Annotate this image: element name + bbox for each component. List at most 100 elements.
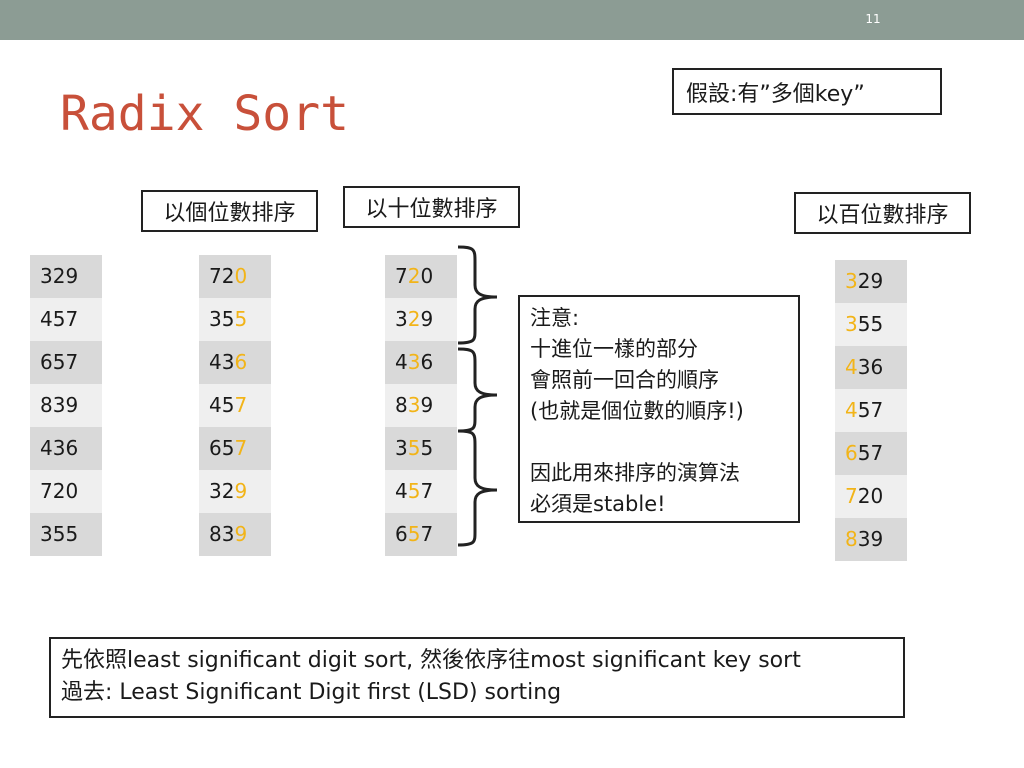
highlighted-digit: 5: [234, 307, 248, 331]
number-cell: 657: [199, 427, 271, 470]
digits: 43: [209, 350, 235, 374]
summary-box: 先依照least significant digit sort, 然後依序往mo…: [49, 637, 905, 718]
number-cell: 720: [835, 475, 907, 518]
digits: 39: [857, 527, 884, 551]
highlighted-digit: 6: [845, 441, 858, 465]
number-cell: 329: [835, 260, 907, 303]
highlighted-digit: 9: [234, 522, 248, 546]
number-cell: 457: [385, 470, 457, 513]
highlighted-digit: 5: [407, 436, 421, 460]
note-line: [530, 427, 788, 458]
digits: 9: [420, 393, 434, 417]
highlighted-digit: 4: [845, 355, 858, 379]
digits: 6: [395, 522, 408, 546]
digits: 3: [395, 307, 408, 331]
assumption-text: 假設:有”多個key”: [686, 81, 865, 107]
slide-title: Radix Sort: [60, 86, 349, 142]
digits: 57: [857, 398, 884, 422]
top-bar: [0, 0, 1024, 40]
digits: 329: [40, 264, 79, 288]
number-cell: 355: [199, 298, 271, 341]
brace-group-2: [457, 245, 498, 345]
digits: 5: [420, 436, 434, 460]
number-cell: 839: [835, 518, 907, 561]
digits: 0: [420, 264, 434, 288]
header-tens: 以十位數排序: [343, 186, 520, 228]
digits: 29: [857, 269, 884, 293]
number-cell: 720: [385, 255, 457, 298]
digits: 35: [209, 307, 235, 331]
number-cell: 436: [835, 346, 907, 389]
number-cell: 839: [199, 513, 271, 556]
digits: 45: [209, 393, 235, 417]
digits: 36: [857, 355, 884, 379]
number-cell: 436: [385, 341, 457, 384]
highlighted-digit: 2: [407, 264, 421, 288]
note-line: 十進位一樣的部分: [530, 337, 698, 361]
number-cell: 436: [199, 341, 271, 384]
highlighted-digit: 7: [234, 436, 248, 460]
highlighted-digit: 7: [845, 484, 858, 508]
highlighted-digit: 9: [234, 479, 248, 503]
column-original: 329 457 657 839 436 720 355: [30, 255, 102, 556]
digits: 4: [395, 479, 408, 503]
number-cell: 457: [199, 384, 271, 427]
digits: 7: [420, 479, 434, 503]
note-line: 注意:: [530, 306, 580, 330]
number-cell: 657: [30, 341, 102, 384]
digits: 839: [40, 393, 79, 417]
highlighted-digit: 0: [234, 264, 248, 288]
digits: 657: [40, 350, 79, 374]
highlighted-digit: 7: [234, 393, 248, 417]
number-cell: 329: [199, 470, 271, 513]
number-cell: 329: [30, 255, 102, 298]
highlighted-digit: 5: [407, 479, 421, 503]
header-ones-label: 以個位數排序: [163, 201, 296, 226]
digits: 720: [40, 479, 79, 503]
number-cell: 329: [385, 298, 457, 341]
highlighted-digit: 6: [234, 350, 248, 374]
digits: 32: [209, 479, 235, 503]
note-line: 因此用來排序的演算法: [530, 461, 740, 485]
highlighted-digit: 5: [407, 522, 421, 546]
number-cell: 657: [385, 513, 457, 556]
digits: 9: [420, 307, 434, 331]
note-line: 會照前一回合的順序: [530, 368, 719, 392]
digits: 57: [857, 441, 884, 465]
summary-line: 先依照least significant digit sort, 然後依序往mo…: [61, 648, 801, 673]
digits: 3: [395, 436, 408, 460]
summary-line: 過去: Least Significant Digit first (LSD) …: [61, 680, 562, 705]
header-tens-label: 以十位數排序: [365, 197, 498, 222]
digits: 8: [395, 393, 408, 417]
number-cell: 839: [385, 384, 457, 427]
header-hundreds-label: 以百位數排序: [816, 203, 949, 228]
note-line: (也就是個位數的順序!): [530, 399, 744, 423]
number-cell: 720: [199, 255, 271, 298]
digits: 6: [420, 350, 434, 374]
digits: 436: [40, 436, 79, 460]
highlighted-digit: 3: [845, 269, 858, 293]
digits: 7: [395, 264, 408, 288]
slide-number: 11: [865, 12, 881, 26]
number-cell: 457: [30, 298, 102, 341]
highlighted-digit: 3: [845, 312, 858, 336]
number-cell: 457: [835, 389, 907, 432]
number-cell: 839: [30, 384, 102, 427]
header-ones: 以個位數排序: [141, 190, 318, 232]
digits: 20: [857, 484, 884, 508]
digits: 72: [209, 264, 235, 288]
highlighted-digit: 4: [845, 398, 858, 422]
header-hundreds: 以百位數排序: [794, 192, 971, 234]
digits: 7: [420, 522, 434, 546]
number-cell: 355: [30, 513, 102, 556]
assumption-box: 假設:有”多個key”: [672, 68, 942, 115]
digits: 4: [395, 350, 408, 374]
brace-group-3: [457, 347, 498, 433]
highlighted-digit: 8: [845, 527, 858, 551]
number-cell: 436: [30, 427, 102, 470]
note-box: 注意: 十進位一樣的部分 會照前一回合的順序 (也就是個位數的順序!) 因此用來…: [518, 295, 800, 523]
digits: 55: [857, 312, 884, 336]
